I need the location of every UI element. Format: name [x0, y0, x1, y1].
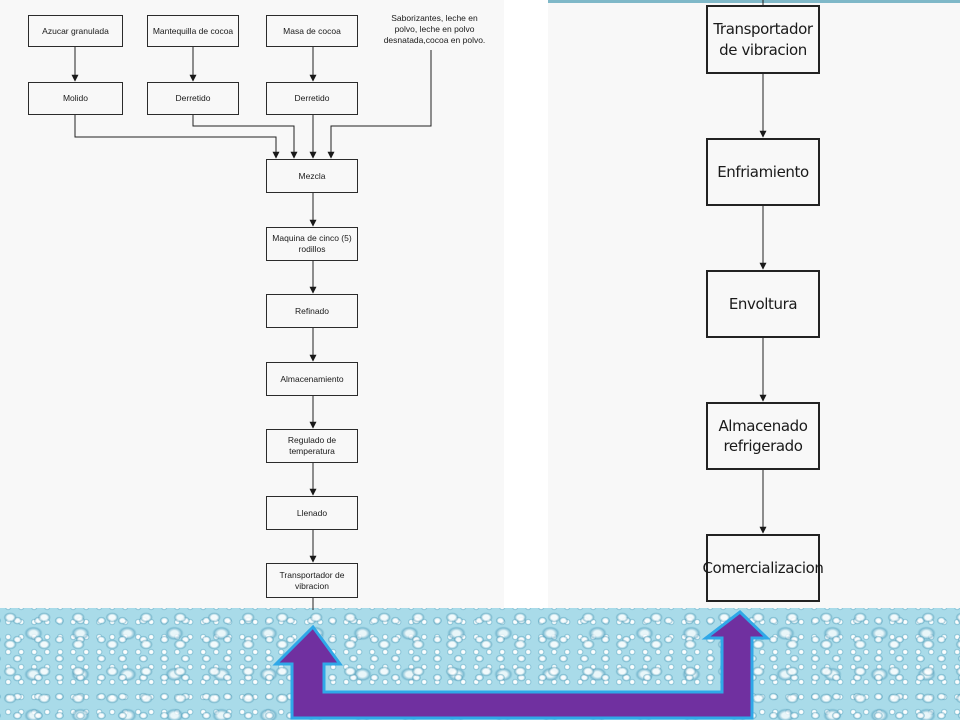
arrow-molido-mezcla: [74, 115, 280, 159]
box-mantequilla-de-cocoa: Mantequilla de cocoa: [147, 15, 239, 47]
box-derretido-2: Derretido: [266, 82, 358, 115]
box-regulado-temperatura: Regulado de temperatura: [266, 429, 358, 463]
purple-bracket-arrow: [272, 610, 771, 720]
box-refinado: Refinado: [266, 294, 358, 328]
box-transportador-vibracion-left: Transportador de vibracion: [266, 563, 358, 598]
box-comercializacion: Comercializacion: [702, 534, 824, 602]
box-maquina-rodillos: Maquina de cinco (5) rodillos: [266, 227, 358, 261]
box-mezcla: Mezcla: [266, 159, 358, 193]
box-molido: Molido: [28, 82, 123, 115]
box-enfriamiento: Enfriamiento: [706, 138, 820, 206]
note-saborizantes: Saborizantes, leche en polvo, leche en p…: [383, 13, 486, 46]
box-masa-de-cocoa: Masa de cocoa: [266, 15, 358, 47]
box-derretido-1: Derretido: [147, 82, 239, 115]
box-transportador-vibracion-right: Transportador de vibracion: [706, 5, 820, 74]
arrow-derretido1-mezcla: [192, 115, 298, 159]
box-almacenamiento: Almacenamiento: [266, 362, 358, 396]
top-strip: [548, 0, 960, 3]
box-llenado: Llenado: [266, 496, 358, 530]
box-azucar-granulada: Azucar granulada: [28, 15, 123, 47]
box-almacenado-refrigerado: Almacenado refrigerado: [706, 402, 820, 470]
arrow-saborizantes-mezcla: [327, 50, 432, 159]
box-envoltura: Envoltura: [706, 270, 820, 338]
